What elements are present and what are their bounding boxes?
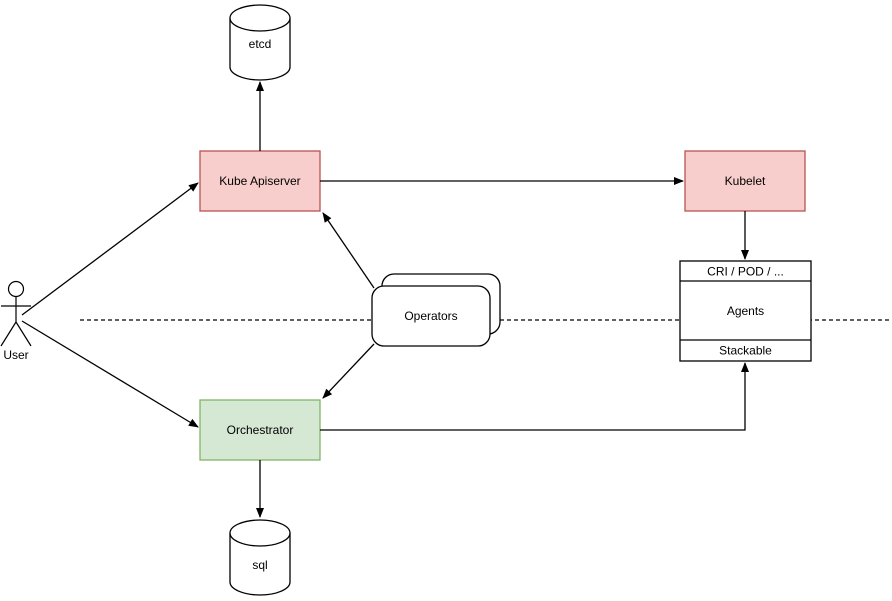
agents-stack-box <box>679 260 812 362</box>
node-operators[interactable]: Operators <box>371 273 501 347</box>
agents-stack-footer-label: Stackable <box>719 344 772 358</box>
edge-user-to-kube-apiserver <box>21 182 199 316</box>
etcd-cylinder-body <box>229 18 291 81</box>
sql-label: sql <box>252 558 267 572</box>
edge-operators-to-orchestrator <box>322 343 375 399</box>
etcd-cylinder-top <box>229 4 291 32</box>
node-sql[interactable]: sql <box>229 519 291 596</box>
orchestrator-box <box>199 399 321 461</box>
kubelet-box <box>684 150 806 212</box>
kubelet-label: Kubelet <box>725 174 766 188</box>
edge-user-to-orchestrator <box>21 320 199 428</box>
sql-cylinder-top <box>229 519 291 547</box>
node-kube-apiserver[interactable]: Kube Apiserver <box>199 150 321 212</box>
kube-apiserver-label: Kube Apiserver <box>219 174 300 188</box>
node-orchestrator[interactable]: Orchestrator <box>199 399 321 461</box>
node-agents-stack[interactable]: CRI / POD / ... Agents Stackable <box>679 260 812 362</box>
agents-stack-header-label: CRI / POD / ... <box>707 265 784 279</box>
user-actor-head <box>7 280 25 298</box>
node-kubelet[interactable]: Kubelet <box>684 150 806 212</box>
node-user[interactable]: User <box>0 280 32 363</box>
orchestrator-label: Orchestrator <box>227 423 294 437</box>
etcd-label: etcd <box>249 37 272 51</box>
edge-operators-to-kube-apiserver <box>322 212 375 289</box>
node-etcd[interactable]: etcd <box>229 4 291 81</box>
kube-apiserver-box <box>199 150 321 212</box>
operators-front-card <box>371 285 491 347</box>
operators-label: Operators <box>404 309 457 323</box>
edge-orchestrator-to-agents-stack <box>320 362 749 431</box>
sql-cylinder-body <box>229 533 291 596</box>
user-actor-body <box>0 296 32 347</box>
user-label: User <box>3 348 28 362</box>
agents-stack-body-label: Agents <box>727 304 764 318</box>
